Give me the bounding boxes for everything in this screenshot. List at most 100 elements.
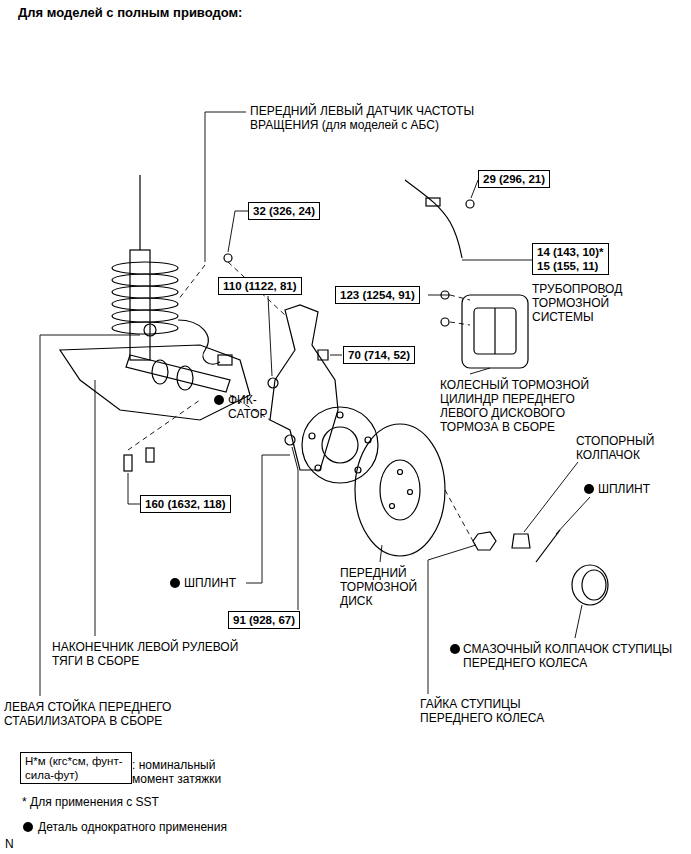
steering-knuckle-part xyxy=(270,305,338,470)
single-use-dot-part xyxy=(584,484,594,494)
part-name: ГАЙКА СТУПИЦЫ ПЕРЕДНЕГО КОЛЕСА xyxy=(420,697,570,725)
part-name: СТОПОРНЫЙ КОЛПАЧОК xyxy=(576,434,676,462)
brake-caliper-part xyxy=(474,308,516,354)
part-name: ШПЛИНТ xyxy=(598,482,678,496)
single-use-dot-part xyxy=(170,578,180,588)
leader-lines-part xyxy=(524,462,578,532)
part-name: ШПЛИНТ xyxy=(184,576,246,590)
lower-arm-part xyxy=(60,345,250,420)
brake-hose xyxy=(224,180,474,262)
strut-spring-part xyxy=(112,274,178,286)
leader-lines-part xyxy=(556,497,590,534)
brake-caliper xyxy=(441,291,528,368)
brake-caliper-part xyxy=(462,295,528,368)
part-name: ФИК- САТОР xyxy=(228,393,272,421)
torque-box: 70 (714, 52) xyxy=(343,346,415,364)
brake-hose-part xyxy=(466,200,474,208)
torque-value: 15 (155, 11) xyxy=(537,259,604,273)
torque-box: 160 (1632, 118) xyxy=(140,495,231,513)
strut-spring xyxy=(112,175,178,360)
strut-spring-part xyxy=(112,262,178,274)
brake-disc-part xyxy=(355,424,445,556)
strut-spring-part xyxy=(139,175,140,250)
leader-lines-part xyxy=(205,112,246,262)
strut-spring-part xyxy=(112,310,178,322)
leader-lines-part xyxy=(268,296,272,376)
footnote: * Для применения с SST xyxy=(22,795,322,809)
lower-arm xyxy=(60,324,250,420)
single-use-dot-part xyxy=(214,395,224,405)
leader-lines-part xyxy=(292,447,298,610)
speed-sensor-wire-part xyxy=(178,320,220,364)
lower-arm-part xyxy=(177,366,193,390)
hub-parts-part xyxy=(582,570,606,600)
torque-value: 160 (1632, 118) xyxy=(145,497,226,511)
speed-sensor-wire-part xyxy=(218,355,232,365)
hub-parts-part xyxy=(536,530,560,562)
leader-lines-part xyxy=(380,545,382,562)
dashed-guides-part xyxy=(178,265,205,300)
steering-knuckle xyxy=(270,305,338,470)
part-name: ЛЕВАЯ СТОЙКА ПЕРЕДНЕГО СТАБИЛИЗАТОРА В С… xyxy=(4,700,209,728)
leader-lines-part xyxy=(330,355,342,356)
torque-box: 110 (1122, 81) xyxy=(218,277,302,295)
leader-lines-part xyxy=(128,473,140,504)
diagram-title: Для моделей с полным приводом: xyxy=(18,5,242,20)
lower-arm-part xyxy=(152,360,168,384)
leader-lines-part xyxy=(471,180,478,198)
brake-hose-part xyxy=(426,198,440,206)
hub-part xyxy=(315,465,321,471)
brake-disc-part xyxy=(398,470,403,475)
brake-hose-part xyxy=(224,254,232,262)
bolts-part xyxy=(146,448,154,462)
part-name: ТРУБОПРОВОД ТОРМОЗНОЙ СИСТЕМЫ xyxy=(532,282,652,324)
legend-text: Деталь однократного применения xyxy=(38,820,227,834)
torque-value: 91 (928, 67) xyxy=(233,613,295,627)
leader-lines-part xyxy=(228,211,248,252)
legend-note: : номинальный момент затяжки xyxy=(132,758,244,786)
brake-disc xyxy=(355,424,445,556)
single-use-dot-part xyxy=(450,644,460,654)
dashed-guides xyxy=(128,262,473,541)
torque-box: 14 (143, 10)*15 (155, 11) xyxy=(532,243,609,275)
hub-part xyxy=(337,412,343,418)
dashed-guides-part xyxy=(450,322,470,325)
legend-row: Деталь однократного применения xyxy=(38,820,227,834)
torque-value: 14 (143, 10)* xyxy=(537,245,604,259)
bolts xyxy=(124,350,328,471)
brake-disc-part xyxy=(408,490,413,495)
dashed-guides-part xyxy=(450,295,470,300)
part-name: ПЕРЕДНИЙ ЛЕВЫЙ ДАТЧИК ЧАСТОТЫ ВРАЩЕНИЯ (… xyxy=(250,104,540,132)
lower-arm-part xyxy=(126,355,230,392)
hub-parts-part xyxy=(473,532,496,550)
torque-value: 70 (714, 52) xyxy=(348,348,410,362)
single-use-dot-part xyxy=(23,822,33,832)
hub-part xyxy=(322,427,358,463)
strut-spring-part xyxy=(130,250,150,360)
torque-box: 123 (1254, 91) xyxy=(335,286,420,304)
bolts-part xyxy=(268,378,278,388)
torque-box: 91 (928, 67) xyxy=(228,611,300,629)
torque-value: 110 (1122, 81) xyxy=(223,279,297,293)
torque-value: 32 (326, 24) xyxy=(253,204,315,218)
dashed-guides-part xyxy=(128,400,200,450)
leader-lines-part xyxy=(470,368,490,374)
bolts-part xyxy=(124,455,132,471)
leader-lines-part xyxy=(575,605,582,638)
torque-value: 123 (1254, 91) xyxy=(340,288,415,302)
torque-box: 29 (296, 21) xyxy=(478,170,550,188)
strut-spring-part xyxy=(112,298,178,310)
torque-box: 32 (326, 24) xyxy=(248,202,320,220)
leader-lines-part xyxy=(246,455,290,583)
bolts-part xyxy=(285,435,295,445)
brake-disc-part xyxy=(380,460,420,520)
part-name: СМАЗОЧНЫЙ КОЛПАЧОК СТУПИЦЫ ПЕРЕДНЕГО КОЛ… xyxy=(463,642,681,670)
bolts-part xyxy=(318,350,328,360)
part-name: НАКОНЕЧНИК ЛЕВОЙ РУЛЕВОЙ ТЯГИ В СБОРЕ xyxy=(52,640,267,668)
legend-torque-box: Н*м (кгс*см, фунт-сила-фут) xyxy=(20,752,132,784)
leader-lines-part xyxy=(428,295,450,296)
torque-value: 29 (296, 21) xyxy=(483,172,545,186)
strut-spring-part xyxy=(112,286,178,298)
leader-lines-part xyxy=(462,260,532,261)
hub-part xyxy=(309,433,315,439)
